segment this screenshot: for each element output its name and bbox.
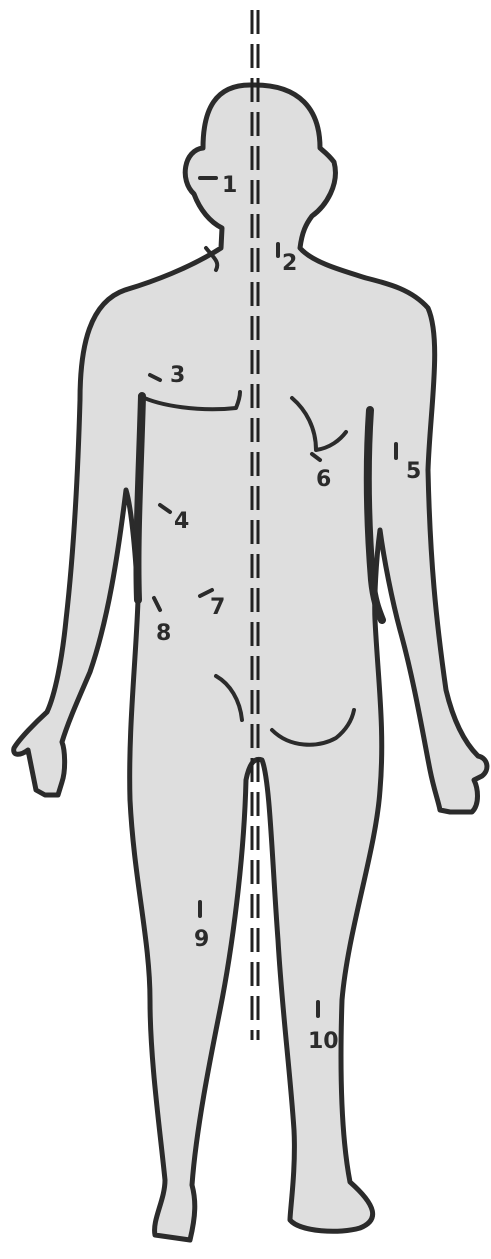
marker-label-6: 6 bbox=[316, 467, 331, 492]
marker-label-2: 2 bbox=[282, 251, 297, 276]
marker-label-1: 1 bbox=[222, 173, 237, 198]
marker-label-3: 3 bbox=[170, 363, 185, 388]
marker-label-4: 4 bbox=[174, 509, 189, 534]
marker-label-10: 10 bbox=[308, 1029, 339, 1054]
marker-label-8: 8 bbox=[156, 621, 171, 646]
marker-label-7: 7 bbox=[210, 595, 225, 620]
marker-label-9: 9 bbox=[194, 927, 209, 952]
marker-label-5: 5 bbox=[406, 459, 421, 484]
torso-side-line bbox=[137, 396, 142, 600]
body-outline bbox=[14, 85, 487, 1240]
